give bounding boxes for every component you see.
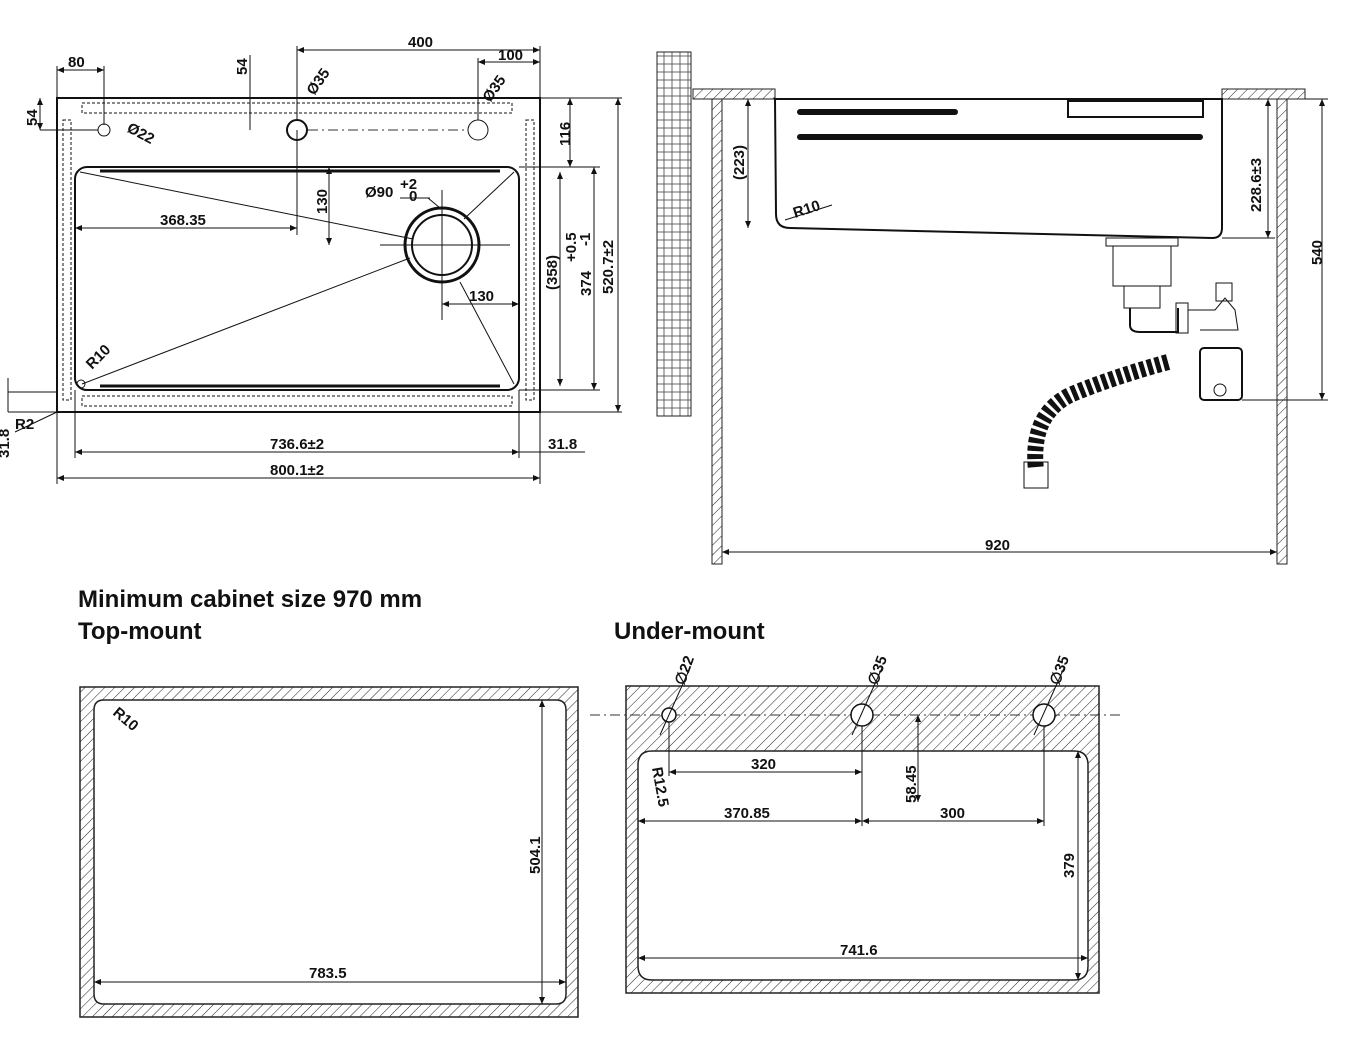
dim-320: 320 xyxy=(751,756,776,773)
dim-223: (223) xyxy=(731,145,748,180)
dim-r10: R10 xyxy=(83,341,114,372)
dim-top-mount-r10: R10 xyxy=(109,704,141,735)
countertop-left xyxy=(692,88,776,100)
dim-400: 400 xyxy=(408,34,433,51)
dim-920: 920 xyxy=(985,537,1010,554)
dim-130-horizontal: 130 xyxy=(469,288,494,305)
dim-374-tol-down: -1 xyxy=(577,233,594,246)
top-view-sink: 80 400 100 54 54 Ø35 Ø35 Ø22 116 130 Ø90… xyxy=(0,34,622,484)
heading-under-mount: Under-mount xyxy=(614,618,765,645)
side-view-section: (223) R10 228.6±3 540 920 xyxy=(656,51,1328,565)
dim-phi90: Ø90 xyxy=(365,184,393,201)
sink-left-rim xyxy=(62,119,72,401)
dim-under-phi35-a: ∅35 xyxy=(865,654,891,688)
waste-basket xyxy=(1112,245,1172,287)
dim-under-phi35-b: ∅35 xyxy=(1047,654,1073,688)
overflow-trap xyxy=(1199,347,1243,401)
dim-116: 116 xyxy=(557,122,574,146)
trap-pipe xyxy=(1129,308,1179,333)
dim-80: 80 xyxy=(68,54,85,71)
dim-379: 379 xyxy=(1061,853,1078,878)
dim-31-8-left: 31.8 xyxy=(0,429,13,458)
cabinet-side-right xyxy=(1276,98,1288,565)
sink-body-section xyxy=(773,98,1223,240)
wall-tiles xyxy=(656,51,692,417)
dim-phi35-b: Ø35 xyxy=(479,72,509,105)
dim-side-r10: R10 xyxy=(791,197,822,222)
sink-outline xyxy=(56,97,541,413)
dim-540: 540 xyxy=(1309,240,1326,265)
heading-cabinet-size: Minimum cabinet size 970 mm xyxy=(78,586,422,613)
sink-bottom-ledge xyxy=(81,395,513,407)
top-mount-cutout: R10 504.1 783.5 xyxy=(79,686,579,1018)
cabinet-side-left xyxy=(711,98,723,565)
hole-22 xyxy=(97,123,111,137)
dim-31-8-right: 31.8 xyxy=(548,436,577,453)
dim-374-tol-up: +0.5 xyxy=(563,232,580,262)
under-mount-cutout: ∅22 ∅35 ∅35 R12.5 320 58.45 370.85 300 3… xyxy=(590,654,1120,994)
dim-736-6: 736.6±2 xyxy=(270,436,324,453)
dim-130-vertical: 130 xyxy=(314,189,331,214)
dim-r12-5: R12.5 xyxy=(648,766,672,808)
dim-phi90-tol-up: +2 xyxy=(400,176,417,193)
tap-hole-35-b xyxy=(467,119,489,141)
dim-741-6: 741.6 xyxy=(840,942,878,959)
dim-r2: R2 xyxy=(15,416,34,433)
countertop-right xyxy=(1221,88,1306,100)
dim-phi22: Ø22 xyxy=(124,120,157,148)
dim-58-45: 58.45 xyxy=(903,765,920,803)
dim-300: 300 xyxy=(940,805,965,822)
dim-under-phi22: ∅22 xyxy=(672,654,698,688)
dim-504-1: 504.1 xyxy=(527,836,544,874)
dim-800-1: 800.1±2 xyxy=(270,462,324,479)
sink-right-rim xyxy=(525,119,535,401)
under-hole-35-b xyxy=(1032,703,1056,727)
dim-phi35-a: Ø35 xyxy=(303,65,333,98)
dim-228-6: 228.6±3 xyxy=(1248,158,1265,212)
dim-374: 374 xyxy=(578,270,595,296)
dim-54-left: 54 xyxy=(24,109,41,126)
dim-100: 100 xyxy=(498,47,523,64)
under-hole-35-a xyxy=(850,703,874,727)
dim-358: (358) xyxy=(544,255,561,290)
dim-783-5: 783.5 xyxy=(309,965,347,982)
dim-520-7: 520.7±2 xyxy=(600,240,617,294)
heading-top-mount: Top-mount xyxy=(78,618,202,645)
dim-54-top: 54 xyxy=(234,58,251,75)
dim-368-35: 368.35 xyxy=(160,212,206,229)
dim-370-85: 370.85 xyxy=(724,805,770,822)
flexible-hose xyxy=(1027,354,1171,471)
dim-phi90-tol-down: 0 xyxy=(409,188,417,205)
